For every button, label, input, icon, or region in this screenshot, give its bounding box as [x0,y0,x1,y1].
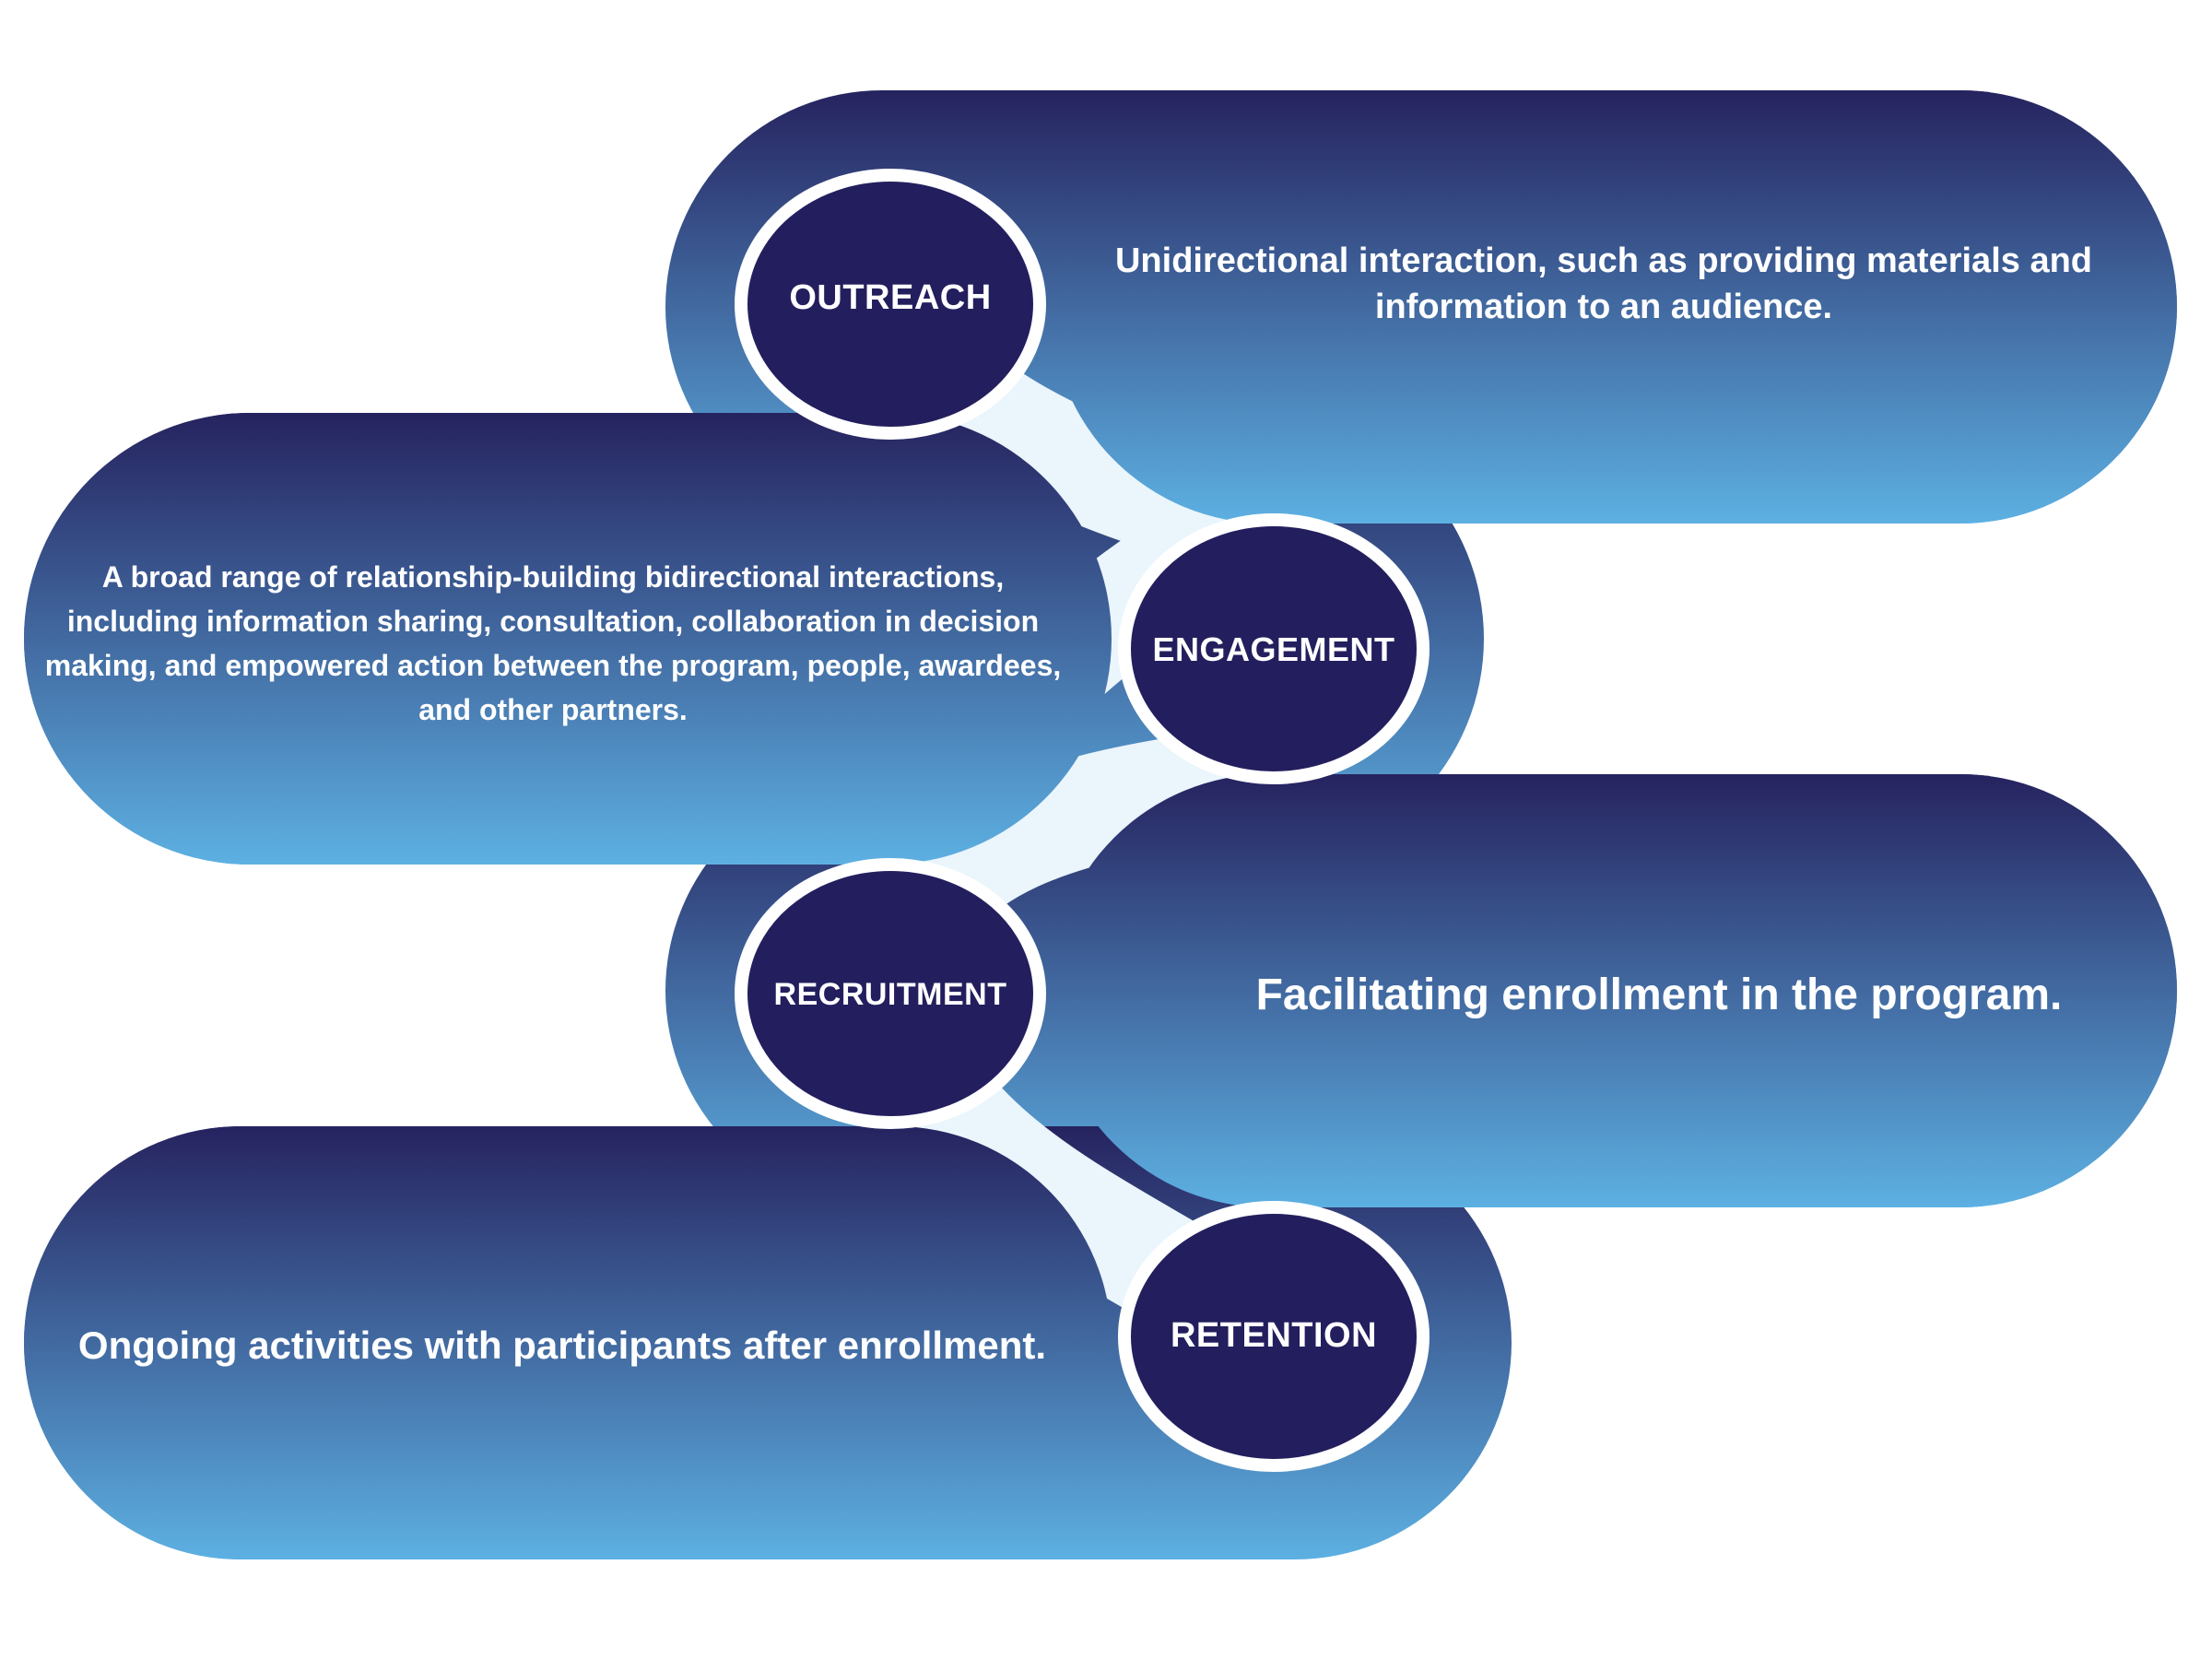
circle-retention [1118,1201,1430,1472]
label-retention: RETENTION [1170,1315,1378,1355]
description-engagement: A broad range of relationship-building b… [44,560,1062,726]
circle-engagement [1118,513,1430,784]
description-recruitment: Facilitating enrollment in the program. [1255,971,2063,1019]
label-recruitment: RECRUITMENT [773,976,1007,1012]
panel-retention-text [24,1126,1112,1559]
panel-engagement-text [24,413,1112,865]
circle-outreach [735,169,1046,440]
label-outreach: OUTREACH [789,277,992,317]
circle-recruitment [735,858,1046,1129]
panel-recruitment-text [1051,774,2177,1207]
description-retention: Ongoing activities with participants aft… [77,1324,1047,1367]
description-outreach: Unidirectional interaction, such as prov… [1114,241,2092,326]
label-engagement: ENGAGEMENT [1152,630,1395,668]
panel-outreach-text [1051,90,2177,524]
